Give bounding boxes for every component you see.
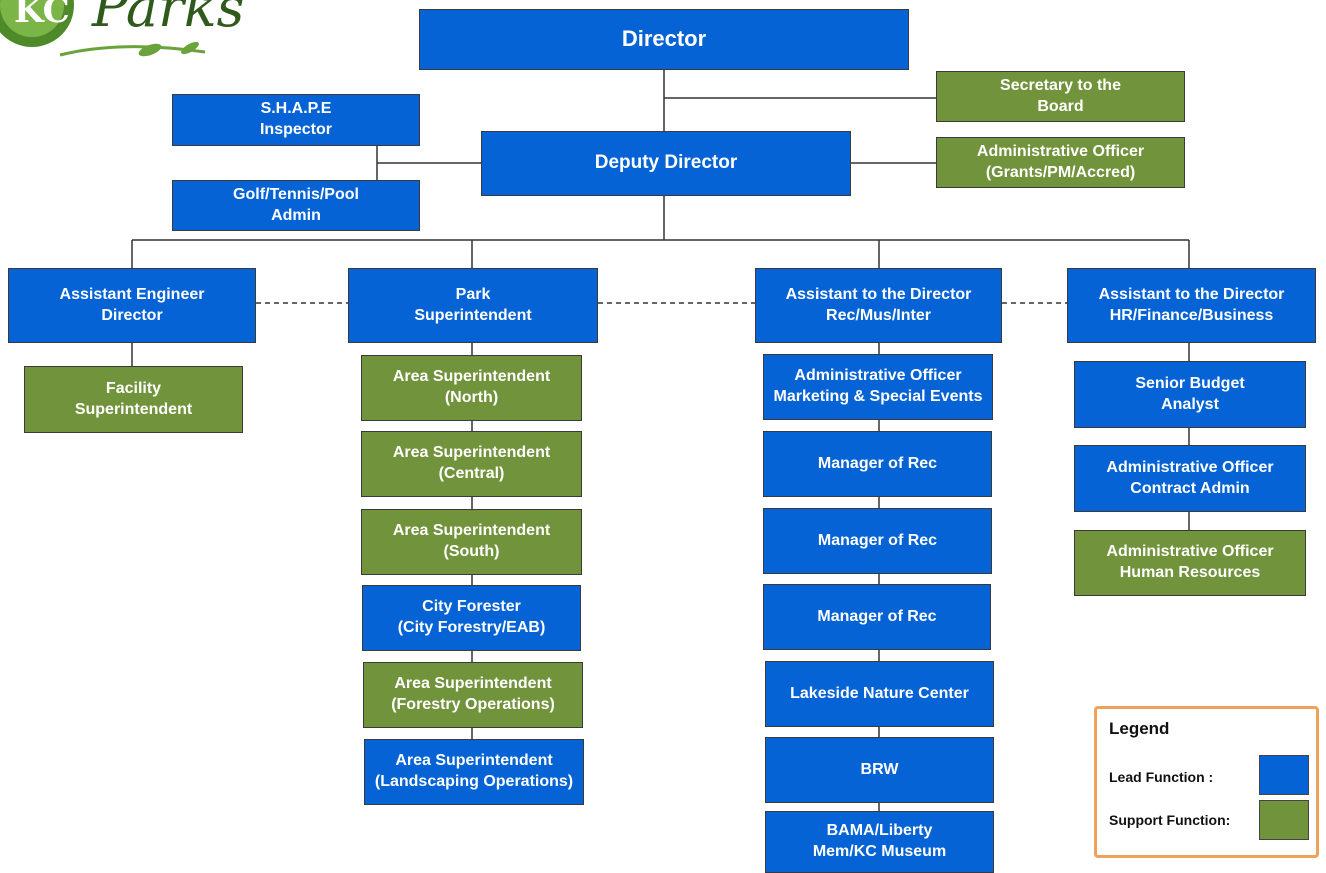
park-superintendent-label: Park Superintendent	[414, 285, 532, 324]
director-label: Director	[621, 26, 707, 52]
kc-parks-logo: KC Parks	[0, 0, 330, 70]
bama-label: BAMA/Liberty Mem/KC Museum	[812, 822, 947, 860]
admin-officer-grants-box: Administrative Officer (Grants/PM/Accred…	[936, 137, 1185, 188]
golf-admin-label: Golf/Tennis/Pool Admin	[233, 185, 359, 224]
asst-director-rec-label: Assistant to the Director Rec/Mus/Inter	[785, 285, 972, 324]
logo-wordmark: Parks	[91, 0, 244, 39]
asst-director-hr-label: Assistant to the Director HR/Finance/Bus…	[1098, 285, 1285, 324]
area-north-label: Area Superintendent (North)	[392, 368, 551, 406]
legend-title: Legend	[1109, 719, 1170, 738]
area-south-box: Area Superintendent (South)	[361, 509, 582, 575]
area-central-label: Area Superintendent (Central)	[392, 444, 551, 482]
park-superintendent-box: Park Superintendent	[348, 268, 598, 343]
area-south-label: Area Superintendent (South)	[392, 522, 551, 560]
asst-director-hr-box: Assistant to the Director HR/Finance/Bus…	[1067, 268, 1316, 343]
secretary-box: Secretary to the Board	[936, 71, 1185, 122]
legend-support-label: Support Function:	[1109, 812, 1231, 828]
legend-lead-label: Lead Function :	[1109, 769, 1214, 785]
deputy-director-box: Deputy Director	[481, 131, 851, 196]
legend: Legend Lead Function : Support Function:	[1094, 706, 1319, 858]
admin-marketing-box: Administrative Officer Marketing & Speci…	[763, 354, 993, 420]
manager-rec-1-box: Manager of Rec	[763, 431, 992, 497]
legend-support-swatch	[1259, 800, 1309, 840]
logo-badge: KC	[14, 0, 70, 31]
city-forester-box: City Forester (City Forestry/EAB)	[362, 585, 581, 651]
admin-contract-label: Administrative Officer Contract Admin	[1106, 458, 1274, 497]
asst-engineer-director-label: Assistant Engineer Director	[59, 285, 205, 324]
facility-superintendent-box: Facility Superintendent	[24, 366, 243, 433]
admin-marketing-label: Administrative Officer Marketing & Speci…	[773, 367, 983, 405]
admin-officer-grants-label: Administrative Officer (Grants/PM/Accred…	[976, 142, 1145, 181]
area-landscaping-label: Area Superintendent (Landscaping Operati…	[374, 752, 574, 790]
shape-inspector-label: S.H.A.P.E Inspector	[259, 100, 332, 138]
manager-rec-3-box: Manager of Rec	[763, 584, 991, 650]
manager-rec-1-label: Manager of Rec	[817, 454, 938, 472]
asst-director-rec-box: Assistant to the Director Rec/Mus/Inter	[755, 268, 1002, 343]
senior-budget-label: Senior Budget Analyst	[1135, 374, 1245, 413]
deputy-director-label: Deputy Director	[594, 152, 738, 174]
asst-engineer-director-box: Assistant Engineer Director	[8, 268, 256, 343]
area-forestry-label: Area Superintendent (Forestry Operations…	[391, 675, 555, 713]
brw-box: BRW	[765, 737, 994, 803]
city-forester-label: City Forester (City Forestry/EAB)	[397, 598, 546, 636]
bama-box: BAMA/Liberty Mem/KC Museum	[765, 811, 994, 873]
manager-rec-2-box: Manager of Rec	[763, 508, 992, 574]
shape-inspector-box: S.H.A.P.E Inspector	[172, 94, 420, 146]
manager-rec-3-label: Manager of Rec	[817, 607, 937, 625]
director-box: Director	[419, 9, 909, 70]
brw-label: BRW	[860, 760, 899, 778]
area-central-box: Area Superintendent (Central)	[361, 431, 582, 497]
area-north-box: Area Superintendent (North)	[361, 355, 582, 421]
senior-budget-box: Senior Budget Analyst	[1074, 361, 1306, 428]
facility-superintendent-label: Facility Superintendent	[74, 379, 193, 418]
admin-hr-label: Administrative Officer Human Resources	[1106, 543, 1274, 581]
manager-rec-2-label: Manager of Rec	[817, 531, 938, 549]
secretary-label: Secretary to the Board	[1000, 76, 1121, 115]
lakeside-nature-center-box: Lakeside Nature Center	[765, 661, 994, 727]
lakeside-nature-center-label: Lakeside Nature Center	[790, 684, 969, 702]
area-forestry-box: Area Superintendent (Forestry Operations…	[363, 662, 583, 728]
admin-contract-box: Administrative Officer Contract Admin	[1074, 445, 1306, 512]
admin-hr-box: Administrative Officer Human Resources	[1074, 530, 1306, 596]
area-landscaping-box: Area Superintendent (Landscaping Operati…	[364, 739, 584, 805]
legend-lead-swatch	[1259, 755, 1309, 795]
golf-admin-box: Golf/Tennis/Pool Admin	[172, 180, 420, 231]
